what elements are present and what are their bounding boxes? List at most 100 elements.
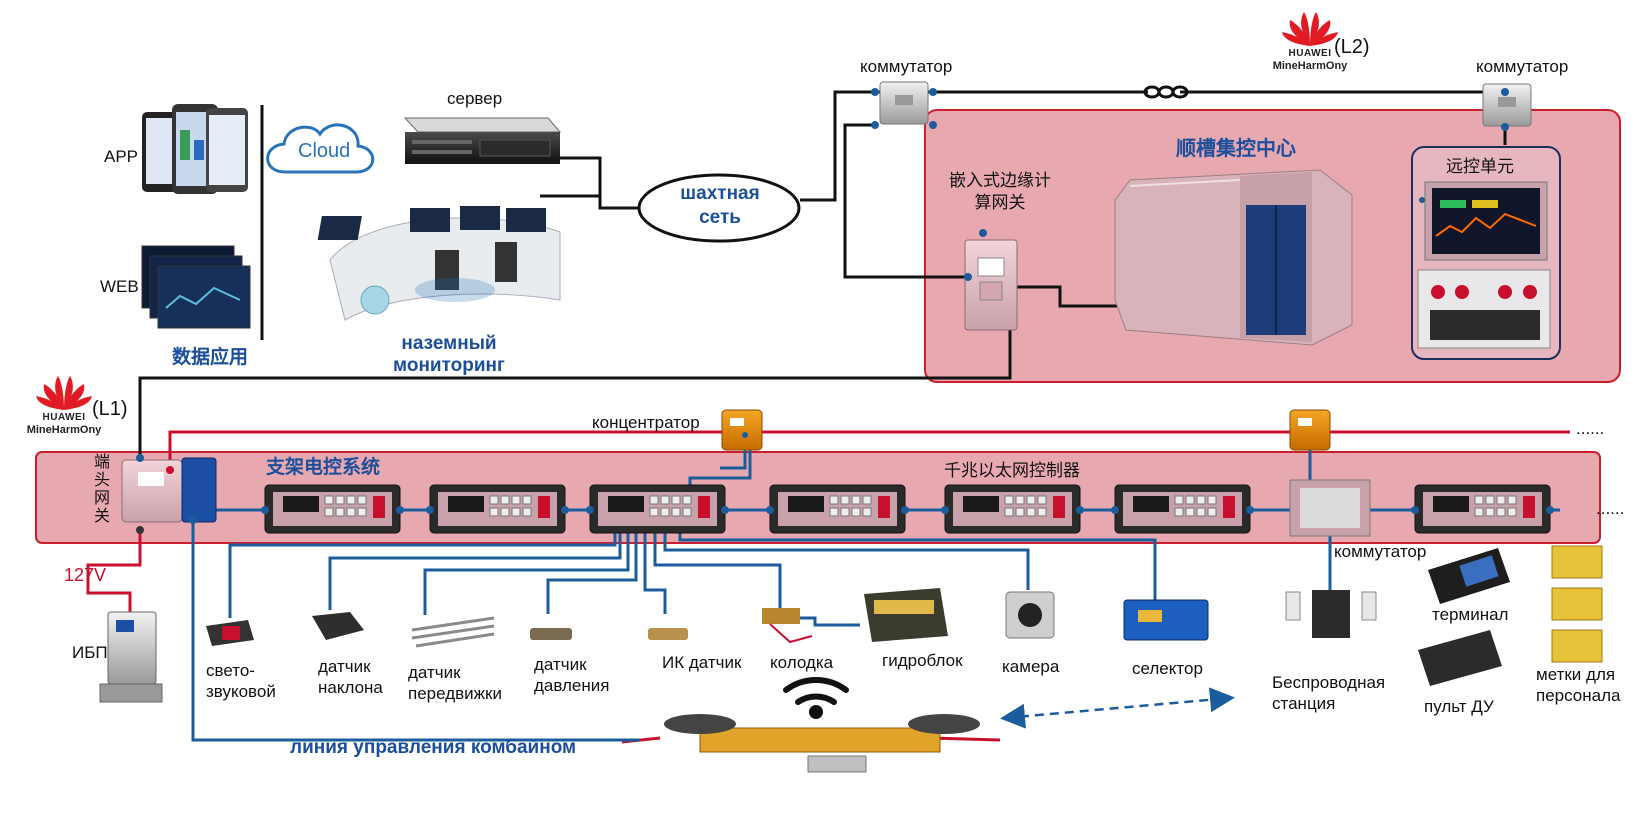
shearer-icon <box>664 714 980 773</box>
support-controller-icon <box>426 484 569 534</box>
huawei-petals-icon <box>1282 12 1338 46</box>
support-controller-icon <box>1411 484 1554 534</box>
personnel-tags-icon <box>1551 545 1603 663</box>
web-label: WEB <box>100 277 139 296</box>
hydro-block-label: гидроблок <box>882 651 963 670</box>
controllers-group <box>261 484 1554 534</box>
remote-unit-panel-icon <box>1417 269 1551 349</box>
huawei-petals-icon <box>36 376 92 410</box>
ir-sensor-icon <box>648 628 688 640</box>
edge-gateway-label-line1: 嵌入式边缘计 <box>949 171 1051 190</box>
support-controller-icon <box>766 484 909 534</box>
end-gateway-char-4: 关 <box>94 508 111 525</box>
monitoring-console-icon <box>317 206 561 321</box>
support-controller-icon <box>586 484 729 534</box>
monitoring-label-line1: наземный <box>401 333 497 354</box>
wifi-icon <box>783 677 849 719</box>
continuation-dots-bottom: ...... <box>1596 499 1625 518</box>
server-icon <box>403 117 562 164</box>
ethernet-links <box>138 90 1507 465</box>
wireless-switch-icon <box>1289 479 1371 537</box>
app-label: APP <box>104 147 139 166</box>
wireless-station-label-line1: Беспроводная <box>1272 673 1386 692</box>
control-links <box>191 435 1560 742</box>
level-l1: (L1) <box>92 398 128 420</box>
light-sound-label-line1: свето- <box>206 661 255 680</box>
ups-icon <box>99 611 163 703</box>
concentrator-left-icon <box>721 409 763 451</box>
displacement-sensor-label-line2: передвижки <box>408 684 502 703</box>
remote-unit-display-icon <box>1419 181 1548 261</box>
wireless-dashed-arrow <box>1000 687 1235 729</box>
support-controller-icon <box>261 484 404 534</box>
remote-control-icon <box>1418 630 1502 686</box>
light-sound-label-line2: звуковой <box>206 682 276 701</box>
personnel-tags-label-line1: метки для <box>1536 665 1616 684</box>
end-gateway-icon <box>121 454 217 534</box>
edge-gateway-label-line2: 算网关 <box>974 193 1026 212</box>
tilt-sensor-icon <box>312 612 364 640</box>
wireless-station-icon <box>1285 590 1377 638</box>
level-l2: (L2) <box>1334 36 1370 58</box>
support-controller-icon <box>1111 484 1254 534</box>
gigabit-controller-label: 千兆以太网控制器 <box>944 461 1080 480</box>
end-gateway-char-3: 网 <box>94 490 111 507</box>
huawei-logo-l2: HUAWEI MineHarmOny <box>1262 8 1358 78</box>
tilt-sensor-label-line2: наклона <box>318 678 383 697</box>
huawei-brand-l2: HUAWEI <box>1288 48 1332 59</box>
pressure-sensor-icon <box>530 628 572 640</box>
light-sound-alarm-icon <box>206 620 254 646</box>
mine-network-node <box>637 173 801 243</box>
camera-label: камера <box>1002 657 1060 676</box>
end-gateway-char-1: 端 <box>94 454 111 471</box>
mineharmony-l1: MineHarmOny <box>26 424 102 436</box>
power-lines <box>86 430 1570 744</box>
monitoring-label-line2: мониторинг <box>393 355 505 376</box>
mineharmony-l2: MineHarmOny <box>1272 60 1348 72</box>
ups-label: ИБП <box>72 643 108 662</box>
terminal-label: терминал <box>1432 605 1509 624</box>
ir-sensor-label: ИК датчик <box>662 653 742 672</box>
displacement-sensor-icon <box>411 616 495 648</box>
hydro-block-icon <box>864 588 948 642</box>
pressure-sensor-label-line2: давления <box>534 676 610 695</box>
support-system-title: 支架电控系统 <box>266 457 381 478</box>
web-dashboard-icon <box>141 245 251 329</box>
chain-link-icon <box>1143 85 1189 99</box>
huawei-brand-l1: HUAWEI <box>42 412 86 423</box>
remote-control-label: пульт ДУ <box>1424 697 1494 716</box>
server-label: сервер <box>447 89 503 108</box>
phone-app-icon <box>142 104 248 194</box>
wireless-station-label-line2: станция <box>1272 694 1336 713</box>
l1-switch-label: коммутатор <box>1334 542 1427 561</box>
concentrator-label: концентратор <box>592 413 700 432</box>
voltage-label: 127V <box>64 565 107 585</box>
pad-label: колодка <box>770 653 834 672</box>
continuation-dots-top: ...... <box>1576 419 1605 438</box>
pad-connector-icon <box>762 608 813 644</box>
personnel-tags-label-line2: персонала <box>1536 686 1621 705</box>
huawei-logo-l1: HUAWEI MineHarmOny <box>16 372 112 442</box>
displacement-sensor-label-line1: датчик <box>408 663 461 682</box>
concentrator-right-icon <box>1289 409 1331 451</box>
cloud-icon <box>266 123 375 174</box>
terminal-icon <box>1428 548 1510 604</box>
control-center-title: 顺槽集控中心 <box>1176 138 1296 160</box>
remote-unit-label: 远控单元 <box>1446 157 1514 176</box>
edge-gateway-icon <box>964 229 1018 331</box>
camera-icon <box>1005 591 1055 639</box>
shearer-line-label: линия управления комбайном <box>290 737 577 758</box>
mine-network-label-line1: шахтная <box>680 183 760 204</box>
switch-left-label: коммутатор <box>860 57 953 76</box>
end-gateway-char-2: 头 <box>94 472 111 489</box>
mine-network-label-line2: сеть <box>699 207 741 228</box>
cloud-label: Cloud <box>298 140 351 162</box>
data-app-title: 数据应用 <box>172 347 249 368</box>
tilt-sensor-label-line1: датчик <box>318 657 371 676</box>
selector-icon <box>1123 599 1209 641</box>
switch-right-label: коммутатор <box>1476 57 1569 76</box>
pressure-sensor-label-line1: датчик <box>534 655 587 674</box>
switch-left-icon <box>871 81 937 129</box>
